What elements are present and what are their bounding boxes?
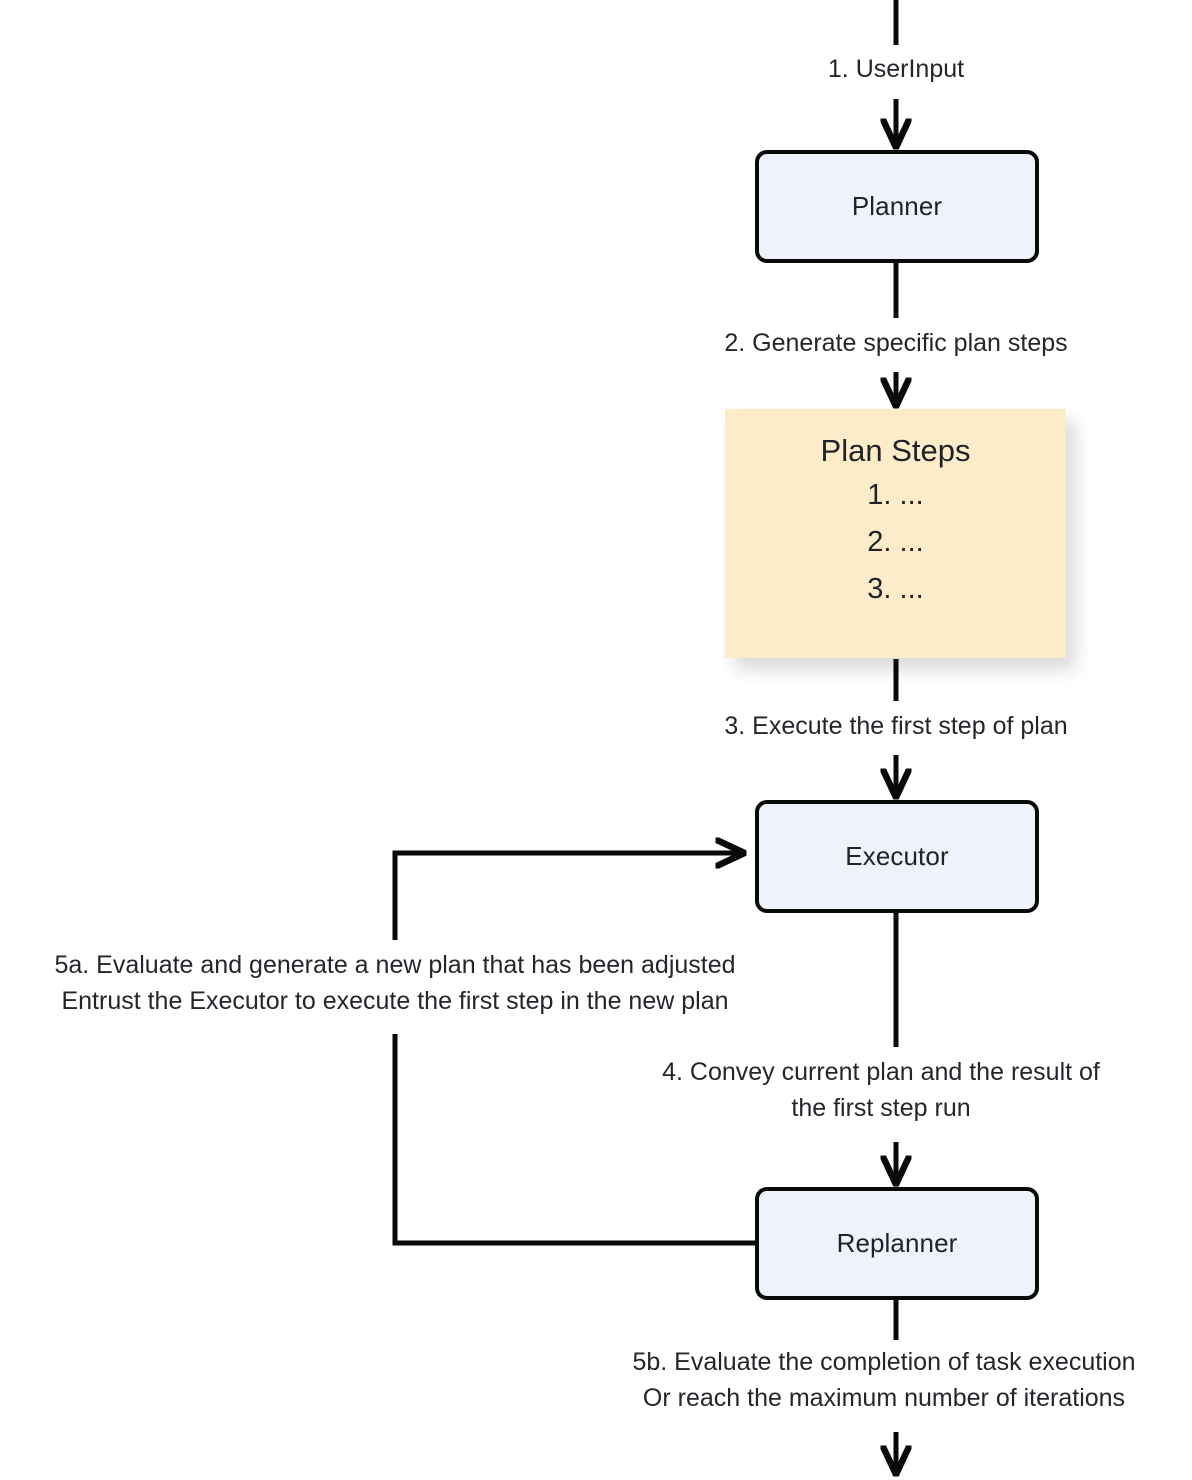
plan-step-item: 1. ... (867, 479, 924, 512)
plan-steps-title: Plan Steps (820, 433, 971, 468)
node-replanner-label: Replanner (836, 1228, 958, 1258)
edge-label-userinput: 1. UserInput (827, 55, 965, 83)
node-planner[interactable]: Planner (755, 150, 1039, 263)
edge-label-evaluate-and-replan: 5a. Evaluate and generate a new plan tha… (54, 951, 736, 1015)
edge-replanner-feedback-top (392, 853, 742, 940)
edge-label-evaluate-completion: 5b. Evaluate the completion of task exec… (632, 1348, 1136, 1412)
plan-steps-card: Plan Steps 1. ... 2. ... 3. ... (725, 409, 1066, 658)
edge-label-execute-first-step: 3. Execute the first step of plan (724, 712, 1068, 740)
plan-step-item: 2. ... (867, 526, 924, 559)
edge-label-convey-plan-and-result: 4. Convey current plan and the result of… (662, 1058, 1100, 1122)
node-planner-label: Planner (851, 191, 943, 221)
node-executor[interactable]: Executor (755, 800, 1039, 913)
plan-step-item: 3. ... (867, 572, 924, 605)
edge-label-generate-plan-steps: 2. Generate specific plan steps (724, 329, 1068, 357)
node-executor-label: Executor (845, 841, 949, 871)
node-replanner[interactable]: Replanner (755, 1187, 1039, 1300)
